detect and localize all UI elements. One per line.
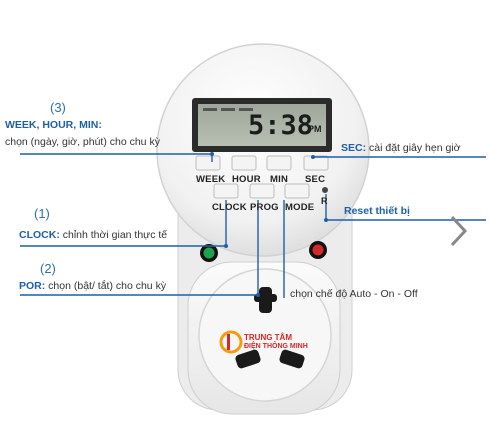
sec-annotation: SEC: cài đặt giây hẹn giờ bbox=[341, 142, 461, 154]
reset-pinhole bbox=[322, 187, 328, 193]
red-led bbox=[312, 244, 324, 256]
logo-line-2: ĐIỆN THÔNG MINH bbox=[244, 343, 308, 350]
hour-button[interactable]: HOUR bbox=[232, 174, 261, 185]
reset-annotation: Reset thiết bị bbox=[344, 205, 410, 217]
por-annotation: POR: chọn (bật/ tắt) cho chu kỳ bbox=[19, 280, 166, 292]
next-arrow-icon bbox=[450, 215, 468, 247]
logo-mark bbox=[219, 330, 243, 354]
socket-top-hole bbox=[254, 287, 277, 313]
sec-button[interactable]: SEC bbox=[305, 174, 326, 185]
lcd-suffix: PM bbox=[308, 124, 322, 134]
sec-button-shape bbox=[303, 155, 329, 171]
logo-line-1: TRUNG TÂM bbox=[244, 333, 292, 342]
green-led bbox=[203, 247, 215, 259]
annotation-lines bbox=[20, 153, 486, 298]
reset-button[interactable]: R bbox=[321, 196, 328, 206]
lcd-screen bbox=[198, 104, 326, 146]
mode-button-shape bbox=[284, 183, 310, 199]
por-annotation-number: (2) bbox=[40, 261, 56, 276]
min-button[interactable]: MIN bbox=[270, 174, 289, 185]
clock-annotation-desc: chỉnh thời gian thực tế bbox=[62, 229, 168, 241]
socket-left-hole bbox=[235, 349, 261, 369]
week-annotation-number: (3) bbox=[50, 100, 66, 115]
por-annotation-title: POR: bbox=[19, 280, 46, 292]
week-button[interactable]: WEEK bbox=[196, 174, 226, 185]
sec-annotation-title: SEC: bbox=[341, 142, 367, 154]
mode-annotation: chọn chế độ Auto - On - Off bbox=[290, 288, 418, 300]
sec-annotation-desc: cài đặt giây hẹn giờ bbox=[369, 142, 461, 154]
week-annotation-title: WEEK, HOUR, MIN: bbox=[5, 119, 102, 131]
clock-annotation: CLOCK: chỉnh thời gian thực tế bbox=[19, 229, 167, 241]
mode-button[interactable]: MODE bbox=[285, 202, 315, 213]
clock-annotation-number: (1) bbox=[34, 206, 50, 221]
prog-button[interactable]: PROG bbox=[250, 202, 279, 213]
clock-button[interactable]: CLOCK bbox=[212, 202, 247, 213]
clock-annotation-title: CLOCK: bbox=[19, 229, 60, 241]
clock-button-shape bbox=[213, 183, 239, 199]
socket-right-hole bbox=[279, 349, 305, 369]
lcd-time: 5:38 bbox=[248, 110, 314, 141]
min-button-shape bbox=[266, 155, 292, 171]
prog-button-shape bbox=[249, 183, 275, 199]
hour-button-shape bbox=[231, 155, 257, 171]
week-annotation-desc: chọn (ngày, giờ, phút) cho chu kỳ bbox=[5, 136, 160, 148]
por-annotation-desc: chọn (bật/ tắt) cho chu kỳ bbox=[48, 280, 167, 292]
week-button-shape bbox=[195, 155, 221, 171]
